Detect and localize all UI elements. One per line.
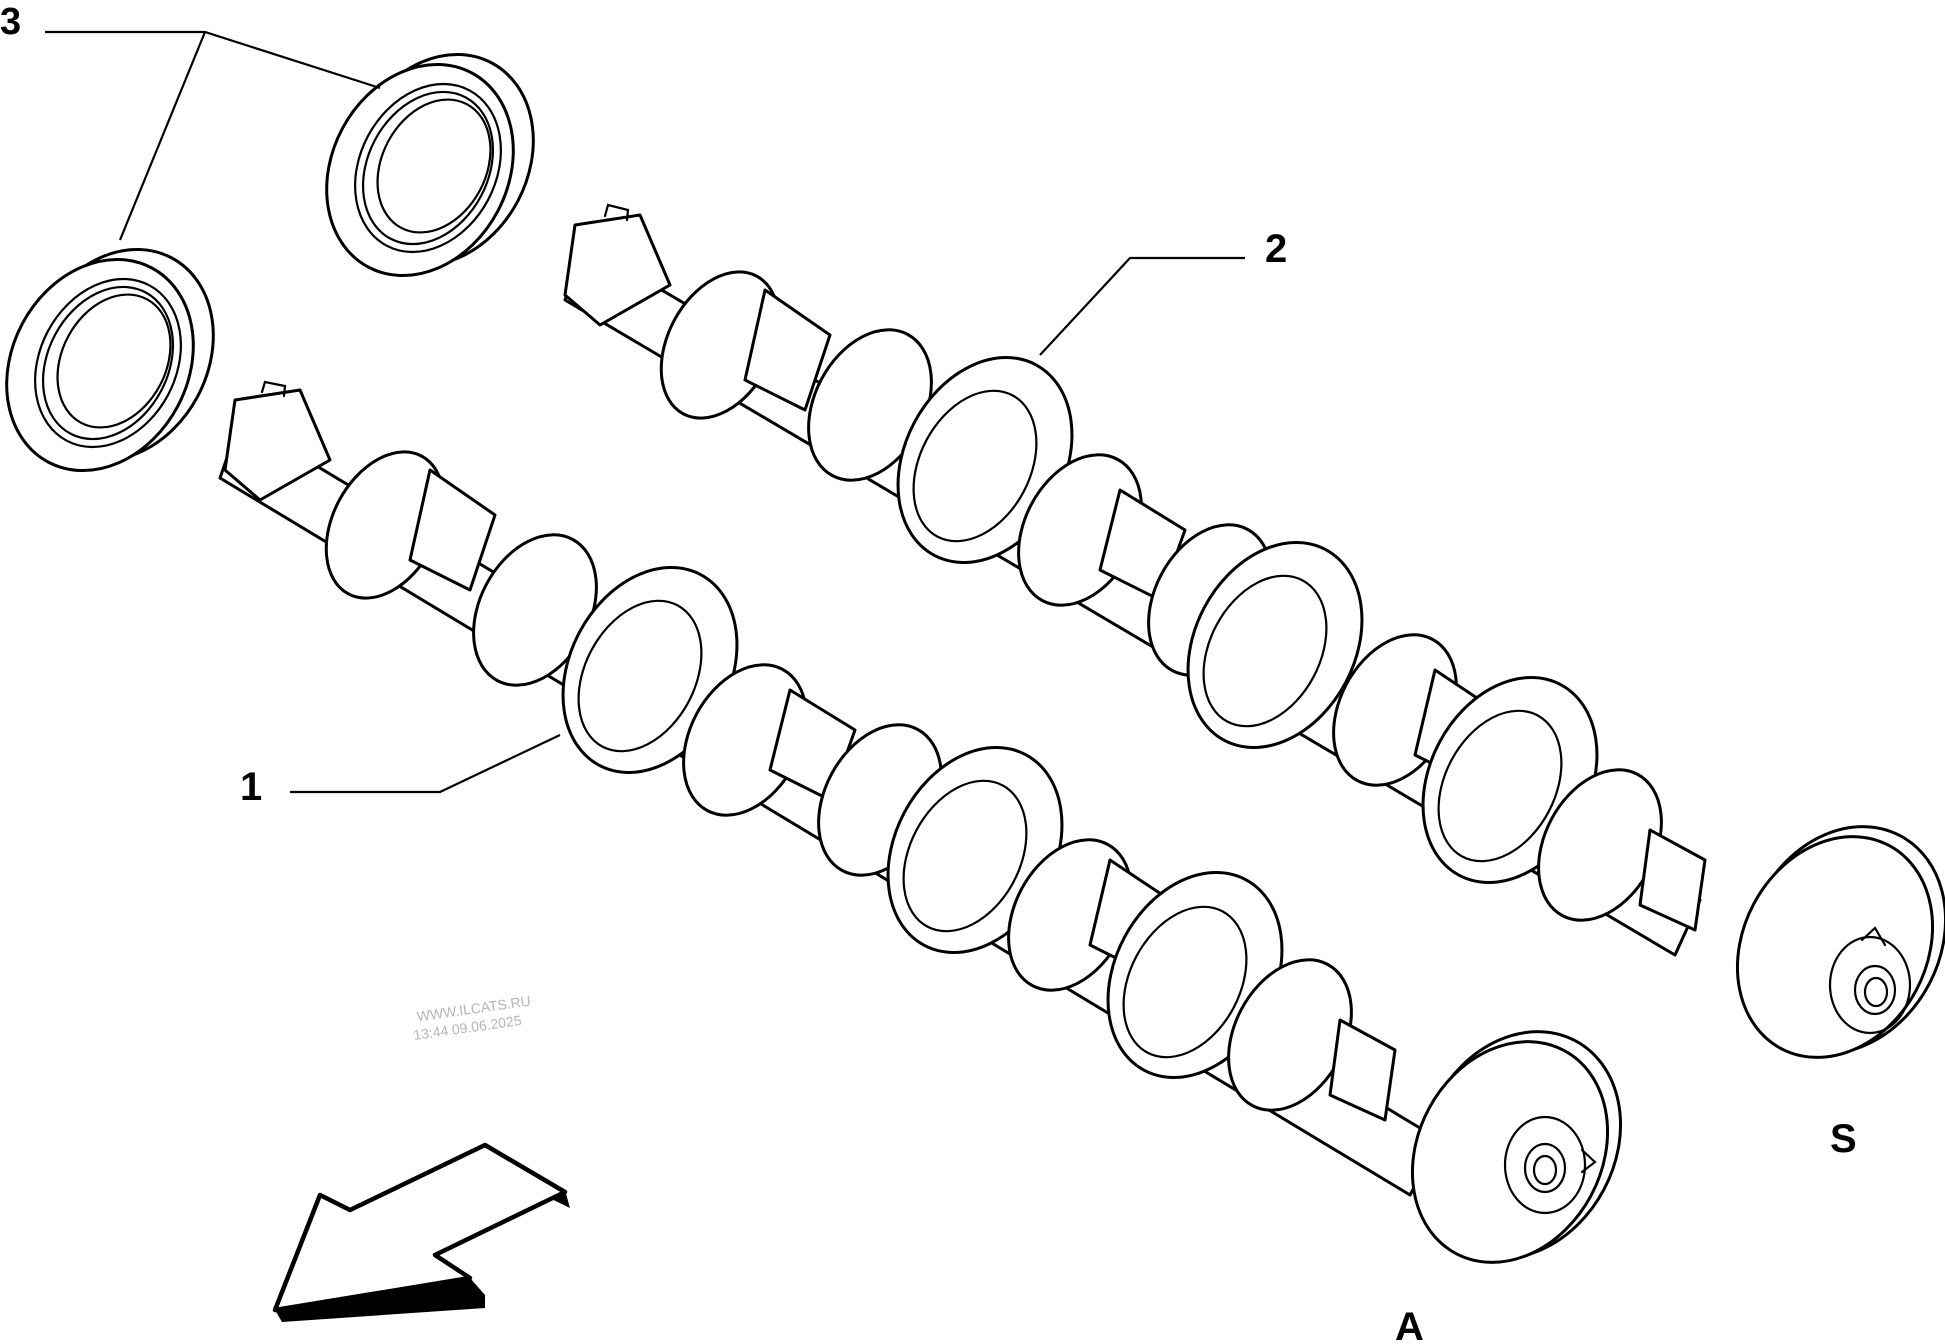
leader-1 [290, 734, 561, 794]
callout-2: 2 [1265, 227, 1287, 271]
camshaft-1 [218, 380, 1623, 1264]
camshaft-2 [563, 203, 1945, 1059]
label-s: S [1830, 1117, 1857, 1161]
label-a: A [1395, 1305, 1424, 1344]
watermark: WWW.ILCATS.RU 13:44 09.06.2025 [412, 993, 531, 1043]
callout-1: 1 [240, 765, 262, 809]
callout-3: 3 [0, 1, 21, 43]
direction-arrow-icon [272, 1142, 570, 1322]
seal-ring-upper [325, 52, 535, 278]
seal-ring-lower [5, 247, 215, 473]
leader-2 [1039, 256, 1245, 356]
leader-3 [45, 30, 381, 241]
leader-lines [45, 30, 1245, 794]
